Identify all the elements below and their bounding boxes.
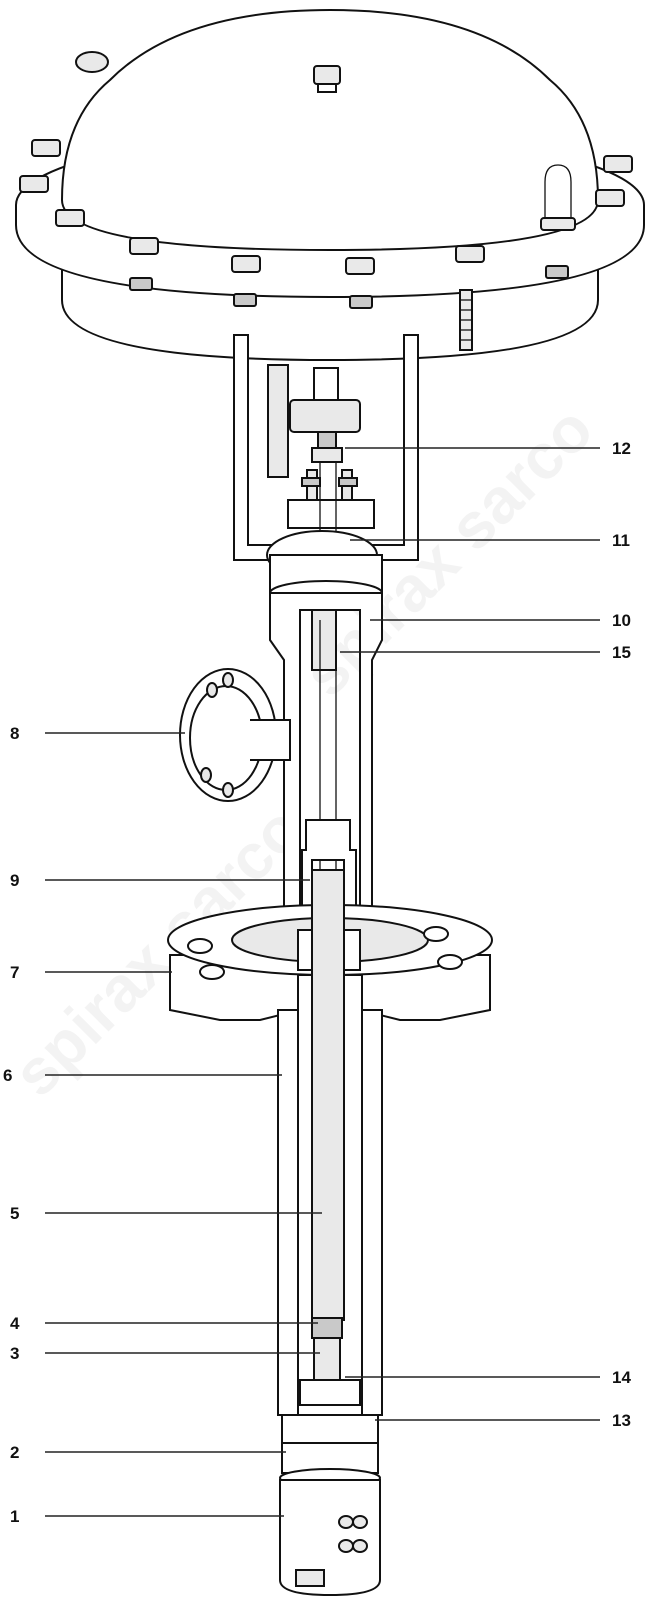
callout-12: 12 — [612, 439, 631, 458]
callout-6: 6 — [3, 1066, 12, 1085]
callout-14: 14 — [612, 1368, 631, 1387]
callout-7: 7 — [10, 963, 19, 982]
callout-3: 3 — [10, 1344, 19, 1363]
callout-15: 15 — [612, 643, 631, 662]
callout-labels: 12 11 10 15 14 13 8 9 7 6 5 4 3 2 1 — [3, 439, 631, 1526]
callout-10: 10 — [612, 611, 631, 630]
side-port-flange — [179, 668, 291, 802]
callout-1: 1 — [10, 1507, 19, 1526]
callout-2: 2 — [10, 1443, 19, 1462]
flange-bolts — [19, 139, 633, 309]
actuator-housing — [15, 8, 645, 362]
leader-lines — [45, 447, 600, 1517]
callout-4: 4 — [10, 1314, 20, 1333]
callout-5: 5 — [10, 1204, 19, 1223]
callout-11: 11 — [612, 531, 630, 550]
callout-9: 9 — [10, 871, 19, 890]
extension-bonnet — [269, 592, 383, 936]
yoke — [233, 334, 419, 606]
nozzle-assembly — [279, 1414, 381, 1597]
callout-13: 13 — [612, 1411, 631, 1430]
callout-8: 8 — [10, 724, 19, 743]
